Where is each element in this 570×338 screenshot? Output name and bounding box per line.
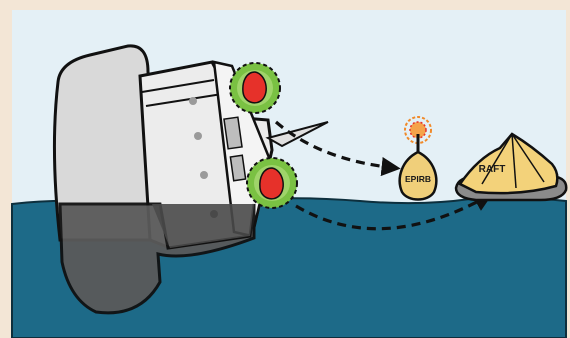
ship-window bbox=[230, 155, 245, 180]
release-unit-core-upper bbox=[243, 72, 266, 103]
ship-porthole bbox=[194, 132, 202, 140]
release-unit-core-lower bbox=[260, 168, 283, 199]
ship-porthole bbox=[189, 97, 197, 105]
raft-label: RAFT bbox=[479, 164, 506, 175]
ship-porthole bbox=[200, 171, 208, 179]
epirb-label: EPIRB bbox=[405, 174, 431, 184]
